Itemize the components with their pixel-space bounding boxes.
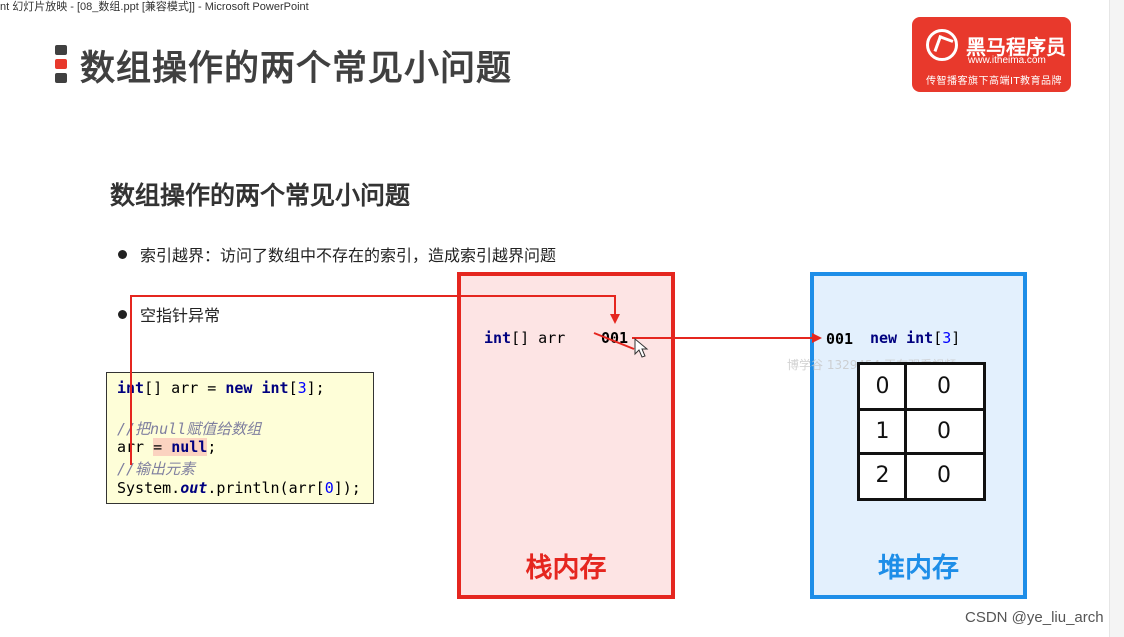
code-token: = — [153, 438, 172, 456]
stack-memory-label: 栈内存 — [525, 553, 607, 584]
code-token: [] arr = — [144, 379, 226, 397]
mouse-cursor-icon — [634, 337, 649, 358]
horse-logo-icon — [926, 29, 958, 61]
brand-logo: 黑马程序员 www.itheima.com 传智播客旗下高端IT教育品牌 — [912, 17, 1071, 92]
code-token: ]); — [333, 479, 361, 497]
slide-title: 数组操作的两个常见小问题 — [80, 49, 513, 89]
code-comment-2: //输出元素 — [117, 460, 196, 478]
code-token: int — [484, 329, 512, 347]
array-index-cell: 0 — [875, 374, 890, 399]
stack-address: 001 — [601, 329, 629, 347]
stack-memory-box: 栈内存 — [457, 272, 675, 599]
heap-memory-label: 堆内存 — [878, 553, 959, 584]
array-row: 0 0 — [860, 365, 983, 409]
scrollbar[interactable] — [1109, 0, 1124, 637]
grid-divider — [904, 365, 907, 498]
logo-url: www.itheima.com — [968, 55, 1046, 66]
code-token: [ — [288, 379, 298, 397]
code-token: System. — [117, 479, 181, 497]
array-index-cell: 1 — [875, 419, 890, 444]
code-token: new — [870, 329, 898, 347]
code-token: 3 — [942, 329, 952, 347]
csdn-credit: CSDN @ye_liu_arch — [965, 609, 1104, 626]
title-marker-icon — [55, 45, 67, 83]
window-title: nt 幻灯片放映 - [08_数组.ppt [兼容模式]] - Microsof… — [0, 1, 309, 13]
bullet-dot-icon — [118, 310, 127, 319]
logo-slogan: 传智播客旗下高端IT教育品牌 — [926, 76, 1063, 87]
code-token: ] — [951, 329, 961, 347]
bullet-text: 索引越界：访问了数组中不存在的索引，造成索引越界问题 — [140, 246, 557, 265]
heap-address: 001 — [826, 330, 854, 348]
code-token: out — [180, 479, 208, 497]
array-index-cell: 2 — [875, 463, 890, 488]
code-token: 3 — [297, 379, 307, 397]
code-line-1: int[] arr = new int[3]; — [117, 379, 325, 397]
array-row: 1 0 — [860, 410, 983, 454]
bullet-dot-icon — [118, 250, 127, 259]
code-comment-1: //把null赋值给数组 — [117, 420, 262, 438]
code-token: [ — [933, 329, 943, 347]
code-line-5: System.out.println(arr[0]); — [117, 479, 361, 497]
code-token: null — [171, 438, 208, 456]
array-value-cell: 0 — [937, 463, 951, 488]
array-row: 2 0 — [860, 454, 983, 498]
stack-variable: int[] arr — [484, 329, 565, 347]
code-token: .println(arr[ — [207, 479, 325, 497]
heap-new-expression: new int[3] — [870, 329, 960, 347]
code-token: int — [261, 379, 289, 397]
window-titlebar: nt 幻灯片放映 - [08_数组.ppt [兼容模式]] - Microsof… — [0, 0, 1124, 16]
grid-divider — [860, 452, 983, 455]
cross-out-mark — [593, 332, 635, 350]
code-token: [] arr — [511, 329, 566, 347]
code-token: new — [225, 379, 253, 397]
array-value-cell: 0 — [937, 374, 951, 399]
grid-divider — [860, 408, 983, 411]
code-token: ; — [207, 438, 217, 456]
code-token: 0 — [324, 479, 334, 497]
bullet-text: 空指针异常 — [140, 306, 221, 325]
null-assignment-arrow — [130, 295, 620, 465]
code-token: ]; — [306, 379, 325, 397]
code-highlight: = null — [153, 438, 208, 456]
logo-name: 黑马程序员 — [966, 35, 1066, 59]
array-value-cell: 0 — [937, 419, 951, 444]
heap-array-table: 0 0 1 0 2 0 — [857, 362, 986, 501]
section-heading: 数组操作的两个常见小问题 — [110, 181, 411, 210]
code-token: int — [906, 329, 934, 347]
heap-memory-box: 堆内存 — [810, 272, 1027, 599]
